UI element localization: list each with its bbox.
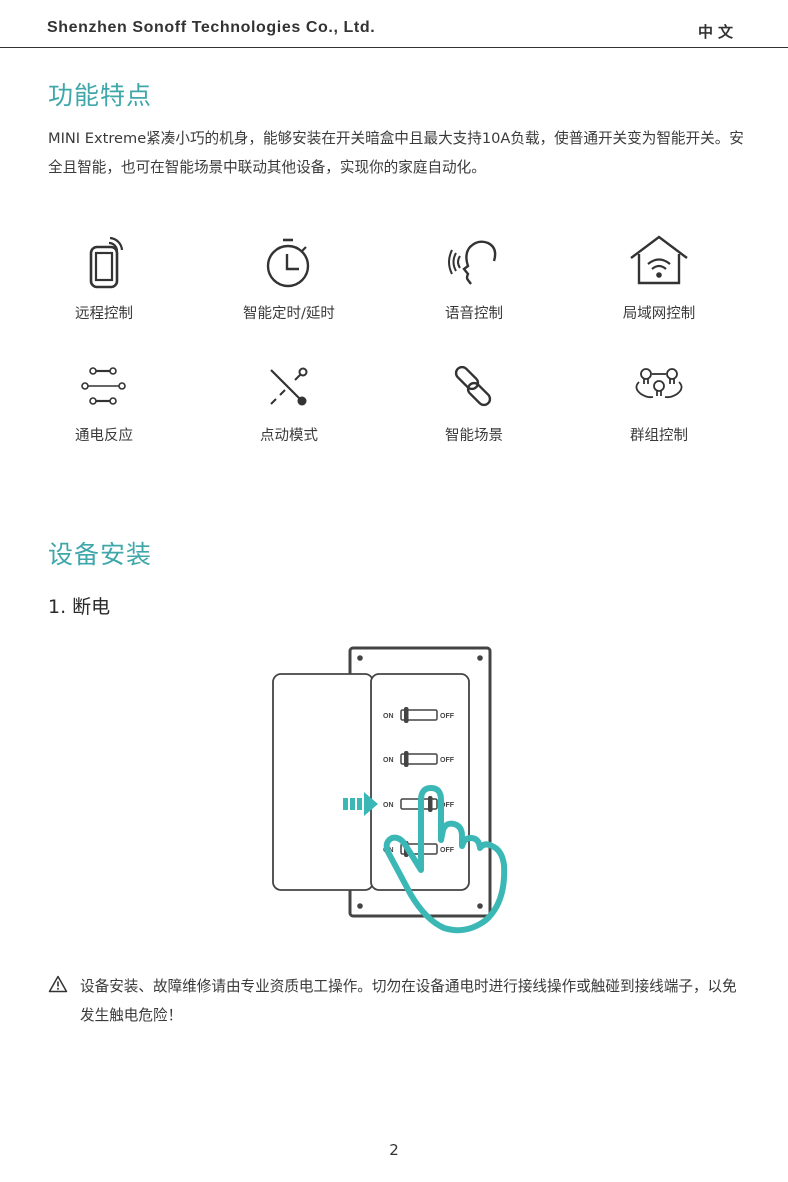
svg-text:ON: ON [383, 713, 394, 720]
feature-lan-control: 局域网控制 [567, 234, 751, 323]
feature-inching-mode: 点动模式 [197, 366, 381, 445]
features-description: MINI Extreme紧凑小巧的机身，能够安装在开关暗盒中且最大支持10A负载… [48, 130, 744, 176]
step-1-heading: 1. 断电 [48, 596, 111, 618]
voice-head-icon [448, 240, 497, 285]
feature-label: 通电反应 [75, 428, 133, 444]
installation-title: 设备安装 [48, 540, 153, 569]
feature-group-control: 群组控制 [567, 366, 751, 445]
svg-text:OFF: OFF [440, 802, 455, 809]
phone-remote-icon [89, 236, 124, 289]
feature-label: 智能定时/延时 [243, 306, 335, 322]
company-name: Shenzhen Sonoff Technologies Co., Ltd. [47, 19, 376, 36]
feature-label: 远程控制 [75, 306, 133, 322]
power-on-state-icon [81, 367, 126, 405]
page-number: 2 [389, 1141, 399, 1159]
warning-text: 设备安装、故障维修请由专业资质电工操作。切勿在设备通电时进行接线操作或触碰到接线… [80, 978, 737, 1024]
feature-label: 群组控制 [630, 428, 688, 444]
feature-smart-scene: 智能场景 [382, 366, 566, 445]
house-wifi-icon [630, 235, 688, 285]
feature-power-on-state: 通电反应 [12, 366, 196, 445]
svg-text:OFF: OFF [440, 713, 455, 720]
feature-label: 智能场景 [445, 428, 503, 444]
feature-voice-control: 语音控制 [382, 234, 566, 323]
feature-label: 局域网控制 [622, 306, 696, 322]
feature-remote-control: 远程控制 [12, 234, 196, 323]
inching-switch-icon [270, 367, 308, 406]
page-header: Shenzhen Sonoff Technologies Co., Ltd. 中… [0, 0, 788, 48]
features-title: 功能特点 [48, 81, 153, 110]
svg-text:OFF: OFF [440, 757, 455, 764]
feature-label: 点动模式 [260, 428, 318, 444]
chain-link-icon [454, 366, 492, 407]
svg-text:ON: ON [383, 802, 394, 809]
language-label: 中文 [697, 23, 738, 41]
svg-text:OFF: OFF [440, 847, 455, 854]
warning-triangle-icon [48, 975, 68, 993]
stopwatch-icon [266, 238, 310, 288]
feature-label: 语音控制 [445, 306, 503, 322]
feature-timer: 智能定时/延时 [197, 234, 381, 323]
bulb-group-icon [635, 368, 683, 399]
svg-text:ON: ON [383, 757, 394, 764]
